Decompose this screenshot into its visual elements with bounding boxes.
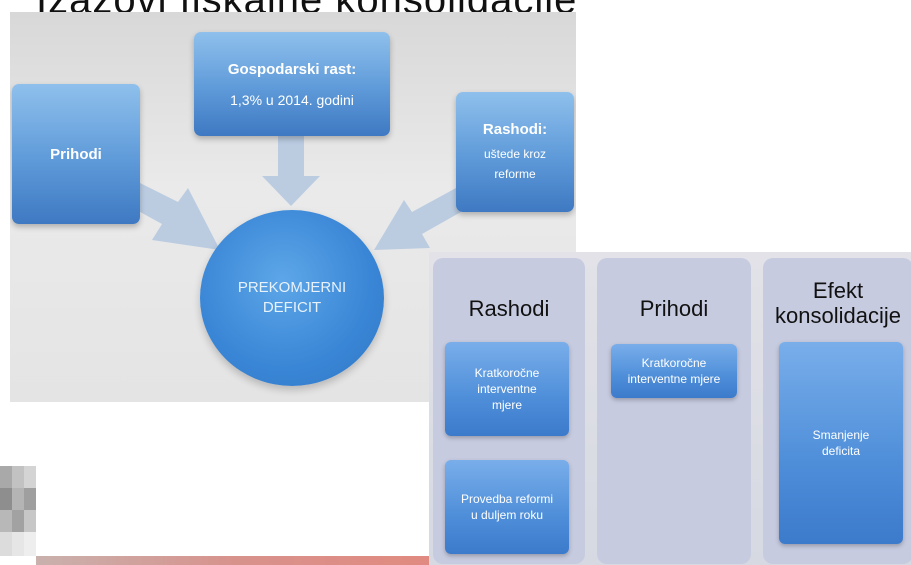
box-line: u duljem roku [470, 508, 544, 522]
box-provedba-reformi: Provedba reformi u duljem roku [445, 460, 569, 554]
box-smanjenje-deficita: Smanjenje deficita [779, 342, 903, 544]
heading-line: konsolidacije [775, 303, 901, 328]
box-line: Provedba reformi [460, 492, 554, 506]
prihodi-box: Prihodi [12, 84, 140, 224]
consolidation-slide: Rashodi Kratkoročne interventne mjere Pr… [429, 252, 911, 565]
growth-box: Gospodarski rast: 1,3% u 2014. godini [194, 32, 390, 136]
red-strip [36, 556, 436, 565]
column-heading-efekt: Efekt konsolidacije [763, 278, 911, 328]
box-line: Kratkoročne [474, 366, 540, 380]
growth-title: Gospodarski rast: [227, 60, 357, 78]
column-rashodi: Rashodi Kratkoročne interventne mjere Pr… [433, 258, 585, 564]
growth-text: 1,3% u 2014. godini [230, 91, 354, 108]
arrow-top [262, 136, 320, 206]
box-line: deficita [821, 444, 860, 458]
deficit-circle: PREKOMJERNI DEFICIT [200, 210, 384, 386]
box-line: Kratkoročne [641, 356, 707, 370]
column-efekt: Efekt konsolidacije Smanjenje deficita [763, 258, 911, 564]
heading-line: Efekt [812, 278, 864, 303]
box-line: Smanjenje [812, 428, 870, 442]
arrow-right [374, 188, 468, 250]
rashodi-box: Rashodi: uštede kroz reforme [456, 92, 574, 212]
arrows-layer [122, 136, 468, 250]
box-kratkorocne-rashodi: Kratkoročne interventne mjere [445, 342, 569, 436]
deficit-line1: PREKOMJERNI [237, 279, 347, 296]
rashodi-line2: reforme [494, 166, 536, 181]
column-heading-rashodi: Rashodi [468, 296, 550, 321]
box-line: mjere [491, 398, 522, 412]
prihodi-label: Prihodi [50, 145, 102, 163]
box-kratkorocne-prihodi: Kratkoročne interventne mjere [611, 344, 737, 398]
column-prihodi: Prihodi Kratkoročne interventne mjere [597, 258, 751, 564]
box-line: interventne mjere [627, 372, 721, 386]
rashodi-line1: uštede kroz [483, 146, 547, 161]
pixelated-thumbnail [0, 466, 36, 565]
deficit-line2: DEFICIT [262, 299, 322, 316]
arrow-left [122, 180, 220, 250]
box-line: interventne [477, 382, 537, 396]
column-heading-prihodi: Prihodi [639, 296, 709, 321]
rashodi-title: Rashodi: [482, 120, 548, 138]
